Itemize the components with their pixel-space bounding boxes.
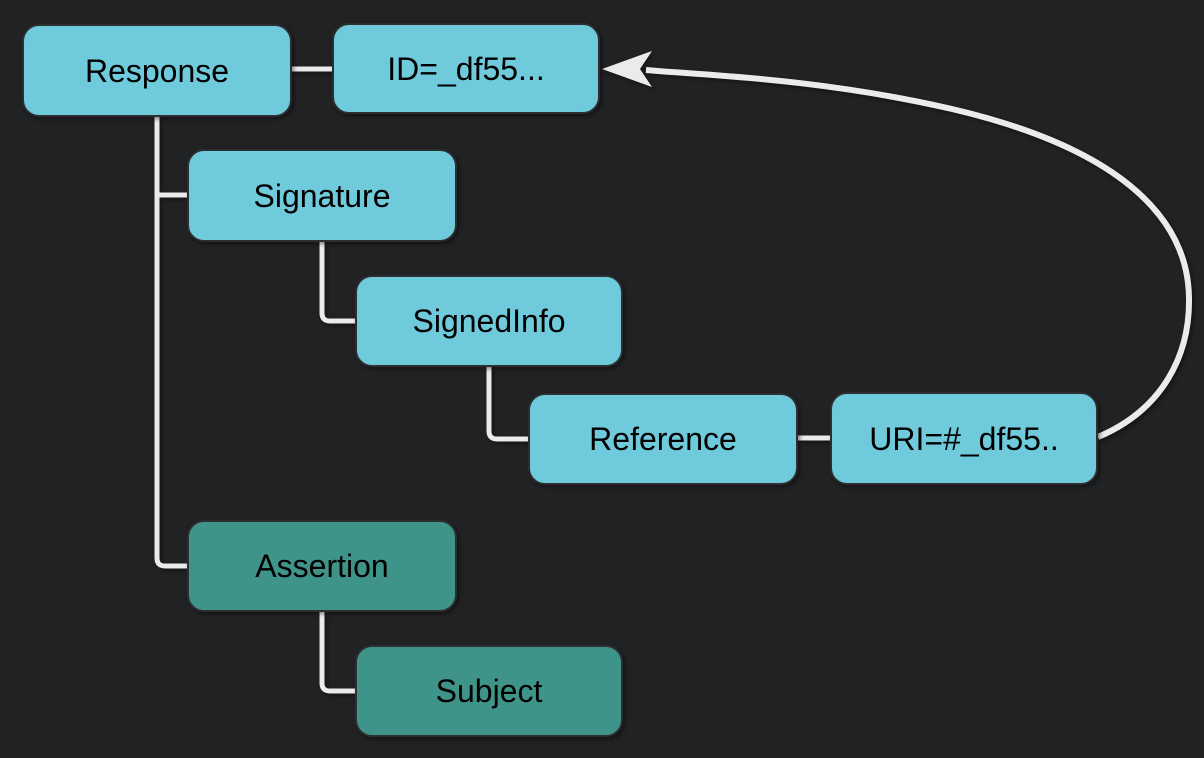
edge-signedinfo-reference — [486, 367, 528, 442]
node-subject-label: Subject — [435, 673, 543, 709]
node-signedinfo-label: SignedInfo — [412, 303, 566, 339]
node-reference[interactable]: Reference — [528, 393, 798, 485]
node-reference-label: Reference — [589, 421, 737, 457]
node-assertion-label: Assertion — [255, 548, 389, 584]
node-assertion[interactable]: Assertion — [187, 520, 457, 612]
node-subject[interactable]: Subject — [355, 645, 623, 737]
node-response[interactable]: Response — [22, 24, 292, 117]
node-uri-attribute[interactable]: URI=#_df55.. — [830, 392, 1098, 485]
node-signature-label: Signature — [253, 177, 391, 214]
node-id-attribute[interactable]: ID=_df55... — [332, 23, 600, 114]
node-uri-attribute-label: URI=#_df55.. — [869, 420, 1059, 457]
edge-signature-signedinfo — [319, 242, 355, 324]
arrowhead-icon — [602, 51, 652, 87]
edge-assertion-subject — [319, 612, 355, 694]
node-id-attribute-label: ID=_df55... — [387, 50, 545, 87]
edge-response-assertion — [154, 117, 187, 569]
node-response-label: Response — [84, 52, 230, 89]
edge-uri-to-id-curve — [645, 67, 1193, 440]
node-signedinfo[interactable]: SignedInfo — [355, 275, 623, 367]
node-signature[interactable]: Signature — [187, 149, 457, 242]
